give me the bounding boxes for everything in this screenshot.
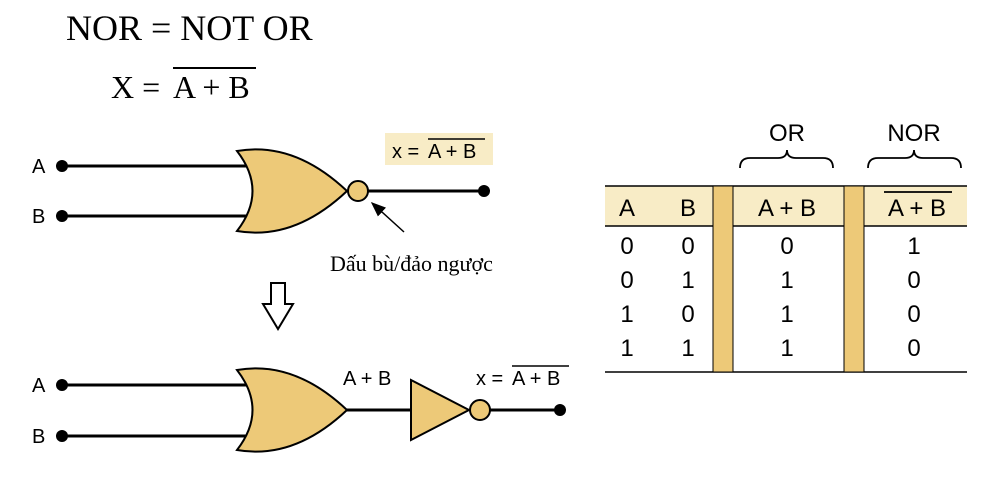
- cell-nor: 1: [907, 233, 920, 260]
- header-cell-b: B: [680, 195, 696, 222]
- group-brace-or: [739, 149, 834, 169]
- cell-b: 1: [681, 335, 694, 362]
- or-output-label: A + B: [343, 368, 391, 390]
- input-a-label: A: [32, 156, 46, 178]
- equation-lhs: X =: [111, 69, 168, 105]
- cell-nor: 0: [907, 335, 920, 362]
- separator-bar: [843, 185, 865, 373]
- cell-b: 0: [681, 233, 694, 260]
- input-b-label: B: [32, 426, 45, 448]
- group-label-or: OR: [769, 120, 805, 147]
- inversion-bubble: [469, 399, 491, 421]
- truth-table: OR NOR A B A + B A + B 0 0 0 1 0 1 1 0 1…: [605, 120, 967, 373]
- output-label-rhs: A + B: [512, 368, 560, 390]
- cell-b: 0: [681, 301, 694, 328]
- inversion-bubble: [347, 180, 369, 202]
- cell-nor: 0: [907, 301, 920, 328]
- cell-or: 1: [780, 301, 793, 328]
- output-terminal: [554, 404, 566, 416]
- bubble-pointer-arrow: [370, 201, 405, 233]
- cell-a: 0: [620, 267, 633, 294]
- nor-gate-top: A B x = A + B Dấu bù/đảo ngược: [32, 133, 493, 276]
- group-brace-nor: [867, 149, 962, 169]
- cell-a: 1: [620, 301, 633, 328]
- table-row: 1 0 1 0: [620, 301, 920, 328]
- table-row: 0 0 0 1: [620, 233, 920, 260]
- cell-b: 1: [681, 267, 694, 294]
- header-cell-nor: A + B: [888, 195, 946, 222]
- separator-bar: [712, 185, 734, 373]
- group-label-nor: NOR: [887, 120, 940, 147]
- output-label-lhs: x =: [476, 368, 509, 390]
- header-cell-or: A + B: [758, 195, 816, 222]
- cell-nor: 0: [907, 267, 920, 294]
- output-terminal: [478, 185, 490, 197]
- not-gate-body: [410, 378, 472, 442]
- cell-a: 1: [620, 335, 633, 362]
- cell-a: 0: [620, 233, 633, 260]
- cell-or: 0: [780, 233, 793, 260]
- output-label-rhs: A + B: [428, 141, 476, 163]
- or-gate-body: [235, 148, 349, 234]
- down-arrow-icon: [261, 282, 295, 331]
- or-not-gate-bottom: A B A + B x = A + B: [32, 365, 569, 453]
- input-b-label: B: [32, 206, 45, 228]
- or-gate-body: [235, 367, 349, 453]
- figure-title: NOR = NOT OR: [66, 8, 313, 48]
- cell-or: 1: [780, 335, 793, 362]
- output-label-lhs: x =: [392, 141, 425, 163]
- input-a-label: A: [32, 375, 46, 397]
- cell-or: 1: [780, 267, 793, 294]
- equation-rhs: A + B: [173, 69, 250, 105]
- table-row: 1 1 1 0: [620, 335, 920, 362]
- header-cell-a: A: [619, 195, 635, 222]
- bubble-note: Dấu bù/đảo ngược: [330, 251, 493, 276]
- table-row: 0 1 1 0: [620, 267, 920, 294]
